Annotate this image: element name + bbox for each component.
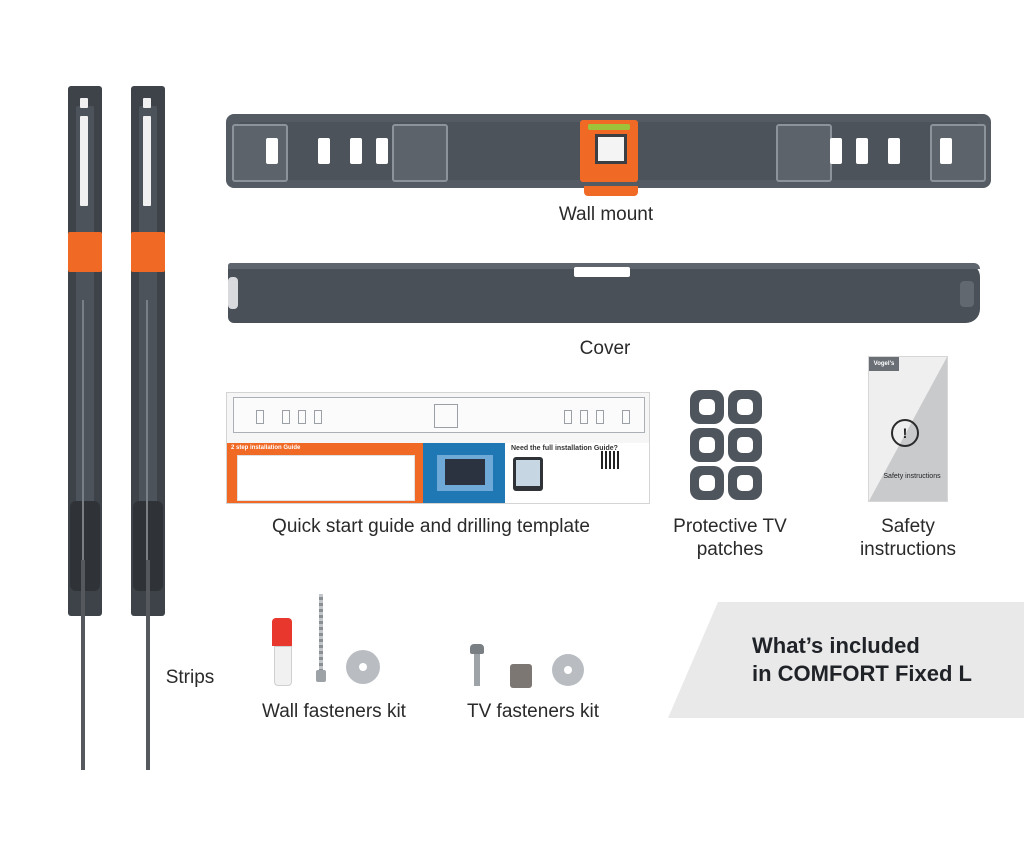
screw-shaft [319, 594, 323, 672]
washer-icon [552, 654, 584, 686]
strip-cable-end [146, 560, 150, 770]
wood-screw-icon [316, 594, 326, 684]
wall-mount-orange-tab [584, 186, 638, 196]
qr-code-icon [601, 451, 619, 469]
wall-mount-hole [888, 138, 900, 164]
strip-rail [76, 106, 94, 576]
patch [690, 390, 724, 424]
patch [728, 390, 762, 424]
tablet-screen [516, 460, 540, 486]
level-bubble [588, 124, 630, 130]
included-banner: What’s included in COMFORT Fixed L [668, 602, 1024, 718]
cover-end-cap [228, 277, 238, 309]
wall-mount-label: Wall mount [558, 204, 654, 225]
washer-hole [564, 666, 572, 674]
wall-mount-hole [856, 138, 868, 164]
patch [728, 466, 762, 500]
protective-patches-image [690, 390, 766, 502]
strip-slot [80, 116, 88, 206]
wall-mount-hole [266, 138, 278, 164]
strip-orange-tab [131, 232, 165, 272]
bolt-head [470, 644, 484, 654]
guide-right-title: Need the full installation Guide? [511, 445, 618, 452]
wall-mount-end-plate [930, 124, 986, 182]
washer-icon [346, 650, 380, 684]
template-hole [282, 410, 290, 424]
patch-center [737, 399, 753, 415]
spacer-icon [510, 664, 532, 688]
wall-fasteners-label: Wall fasteners kit [262, 701, 406, 722]
guide-left-title: 2 step installation Guide [231, 445, 301, 451]
wall-mount-plate [776, 124, 832, 182]
safety-card-text: Safety instructions [883, 473, 941, 480]
template-level-mark [434, 404, 458, 428]
strip-slot [143, 116, 151, 206]
patch-center [699, 437, 715, 453]
cover-slot [574, 267, 630, 277]
template-hole [256, 410, 264, 424]
patch-center [699, 475, 715, 491]
wall-plug-red [272, 618, 292, 646]
wall-mount-hole [376, 138, 388, 164]
strips-label: Strips [165, 667, 215, 688]
vogels-logo: Vogel's [869, 357, 899, 371]
template-hole [596, 410, 604, 424]
template-hole [314, 410, 322, 424]
wall-mount-hole [940, 138, 952, 164]
template-hole [298, 410, 306, 424]
patch [690, 428, 724, 462]
bolt-icon [470, 644, 484, 686]
patch-center [737, 437, 753, 453]
cover-label: Cover [579, 338, 631, 359]
cover-end-cap [960, 281, 974, 307]
screw-head [316, 670, 326, 682]
guide-steps-sheet [237, 455, 415, 501]
strip-slot [80, 98, 88, 108]
guide-tablet-icon [513, 457, 543, 491]
patch [728, 428, 762, 462]
strip-orange-tab [68, 232, 102, 272]
strip-cable [82, 300, 84, 560]
safety-card-image: Vogel's ! Safety instructions [868, 356, 948, 502]
strip-slot [143, 98, 151, 108]
wall-plug-icon [272, 618, 292, 686]
strip-cable [146, 300, 148, 560]
wall-mount-end-plate [232, 124, 288, 182]
banner-title: What’s included in COMFORT Fixed L [752, 633, 972, 686]
tv-fasteners-label: TV fasteners kit [467, 701, 599, 722]
quick-start-guide-image: 2 step installation Guide Need the full … [226, 392, 650, 504]
bolt-shaft [474, 654, 480, 686]
cover-image [228, 263, 980, 323]
template-hole [564, 410, 572, 424]
guide-tv-picture [445, 459, 485, 485]
level-window [595, 134, 627, 164]
patch-center [737, 475, 753, 491]
spirit-level [580, 120, 638, 182]
safety-label: Safety instructions [859, 516, 957, 560]
patch [690, 466, 724, 500]
patch-center [699, 399, 715, 415]
wall-plug-white [274, 646, 292, 686]
cover-highlight [228, 263, 980, 269]
wall-mount-plate [392, 124, 448, 182]
wall-mount-hole [830, 138, 842, 164]
template-hole [622, 410, 630, 424]
washer-hole [359, 663, 367, 671]
template-hole [580, 410, 588, 424]
strip-left [68, 86, 102, 616]
strip-rail [139, 106, 157, 576]
warning-icon: ! [891, 419, 919, 447]
quick-start-label: Quick start guide and drilling template [272, 516, 590, 537]
wall-mount-hole [350, 138, 362, 164]
wall-mount-hole [318, 138, 330, 164]
wall-mount-image [226, 114, 991, 188]
strip-cable-end [81, 560, 85, 770]
strip-right [131, 86, 165, 616]
drilling-template [233, 397, 645, 433]
patches-label: Protective TV patches [673, 516, 787, 560]
strip-clip [70, 501, 100, 591]
